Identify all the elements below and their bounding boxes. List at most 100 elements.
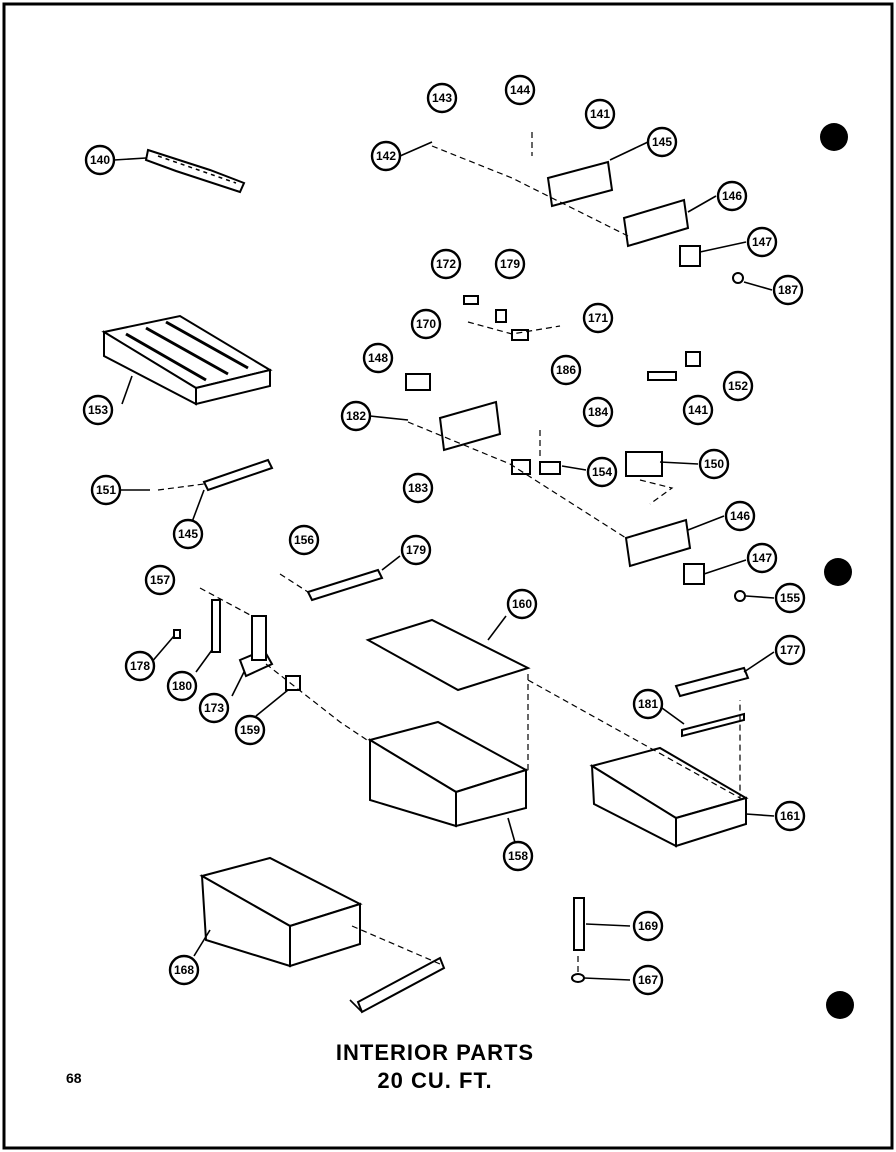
- callout-145: 145: [646, 126, 678, 158]
- svg-text:179: 179: [500, 257, 520, 271]
- clip-153: [685, 351, 701, 367]
- svg-text:171: 171: [588, 311, 608, 325]
- svg-text:147: 147: [752, 551, 772, 565]
- callout-172: 172: [430, 248, 462, 280]
- light-bracket: [546, 160, 614, 208]
- callout-168: 168: [168, 954, 200, 986]
- svg-text:170: 170: [416, 317, 436, 331]
- svg-text:184: 184: [588, 405, 608, 419]
- callout-186: 186: [550, 354, 582, 386]
- bottom-drawer: [199, 856, 363, 968]
- svg-text:182: 182: [346, 409, 366, 423]
- svg-text:147: 147: [752, 235, 772, 249]
- binder-hole: [820, 123, 848, 151]
- callout-152: 152: [722, 370, 754, 402]
- meat-pan: [589, 746, 749, 848]
- callout-153: 153: [82, 394, 114, 426]
- svg-text:187: 187: [778, 283, 798, 297]
- svg-text:155: 155: [780, 591, 800, 605]
- callout-141b: 141: [682, 394, 714, 426]
- part-186: [405, 373, 431, 391]
- callout-159: 159: [234, 714, 266, 746]
- crisper-cover: [365, 618, 531, 692]
- shelf-strip: [202, 458, 274, 492]
- svg-text:160: 160: [512, 597, 532, 611]
- svg-text:158: 158: [508, 849, 528, 863]
- svg-text:159: 159: [240, 723, 260, 737]
- pan-strip: [674, 666, 750, 698]
- callout-187: 187: [772, 274, 804, 306]
- callout-180: 180: [166, 670, 198, 702]
- callout-147b: 147: [746, 542, 778, 574]
- light-socket: [679, 245, 701, 267]
- callout-157: 157: [144, 564, 176, 596]
- callout-145b: 145: [172, 518, 204, 550]
- pan-rail: [681, 712, 745, 738]
- callout-144: 144: [504, 74, 536, 106]
- callout-181: 181: [632, 688, 664, 720]
- callout-143: 143: [426, 82, 458, 114]
- support-post: [251, 615, 267, 661]
- svg-text:141: 141: [590, 107, 610, 121]
- svg-text:177: 177: [780, 643, 800, 657]
- bulb: [732, 272, 744, 284]
- page-number: 68: [66, 1070, 82, 1086]
- svg-text:150: 150: [704, 457, 724, 471]
- callout-147: 147: [746, 226, 778, 258]
- damper-block: [511, 459, 531, 475]
- post-cap: [571, 973, 585, 983]
- callout-146: 146: [716, 180, 748, 212]
- ice-tray: [144, 148, 246, 194]
- callout-184: 184: [582, 396, 614, 428]
- drawer-strip: [356, 956, 446, 1014]
- control-bracket: [438, 400, 502, 452]
- svg-text:169: 169: [638, 919, 658, 933]
- knob-173: [285, 675, 301, 691]
- binder-hole: [826, 991, 854, 1019]
- leader-lines: [113, 141, 775, 1013]
- switch-171: [511, 329, 529, 341]
- callout-146b: 146: [724, 500, 756, 532]
- svg-text:154: 154: [592, 465, 612, 479]
- svg-text:183: 183: [408, 481, 428, 495]
- svg-text:144: 144: [510, 83, 530, 97]
- bracket-178: [211, 599, 221, 653]
- callout-150: 150: [698, 448, 730, 480]
- callout-183: 183: [402, 472, 434, 504]
- svg-text:178: 178: [130, 659, 150, 673]
- callouts: 140 143 144 141 142 145 146 147 187 172 …: [82, 74, 806, 996]
- light-socket-lower: [683, 563, 705, 585]
- svg-text:142: 142: [376, 149, 396, 163]
- callout-142: 142: [370, 140, 402, 172]
- svg-text:145: 145: [178, 527, 198, 541]
- callout-140: 140: [84, 144, 116, 176]
- bulb-lower: [734, 590, 746, 602]
- svg-text:153: 153: [88, 403, 108, 417]
- svg-text:146: 146: [730, 509, 750, 523]
- callout-167: 167: [632, 964, 664, 996]
- svg-text:148: 148: [368, 351, 388, 365]
- part-187: [463, 295, 479, 305]
- part-172: [495, 309, 507, 323]
- mullion-post: [573, 897, 585, 951]
- callout-148: 148: [362, 342, 394, 374]
- callout-177: 177: [774, 634, 806, 666]
- callout-155: 155: [774, 582, 806, 614]
- svg-text:141: 141: [688, 403, 708, 417]
- callout-161: 161: [774, 800, 806, 832]
- diagram-title: INTERIOR PARTS: [335, 1040, 535, 1065]
- svg-text:143: 143: [432, 91, 452, 105]
- callout-171: 171: [582, 302, 614, 334]
- crisper-pan: [367, 720, 529, 828]
- svg-text:152: 152: [728, 379, 748, 393]
- callout-179b: 179: [400, 534, 432, 566]
- callout-158: 158: [502, 840, 534, 872]
- svg-text:146: 146: [722, 189, 742, 203]
- assembly-lines: [157, 132, 741, 972]
- control-knob: [539, 461, 561, 475]
- callout-170: 170: [410, 308, 442, 340]
- callout-154: 154: [586, 456, 618, 488]
- callout-169: 169: [632, 910, 664, 942]
